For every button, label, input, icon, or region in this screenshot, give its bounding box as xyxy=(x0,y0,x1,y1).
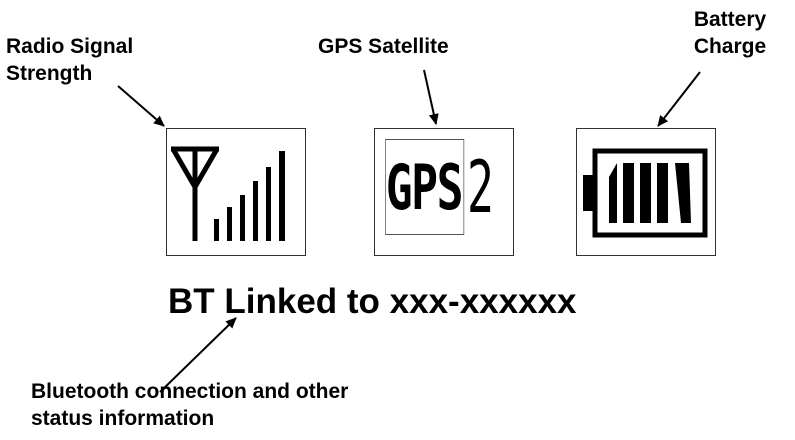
radio-signal-label-line-1: Radio Signal xyxy=(6,35,134,58)
battery-charge-label-line-1: Battery xyxy=(693,8,767,31)
battery-charge-label: Battery Charge xyxy=(675,6,785,60)
bluetooth-status-label-line-1: Bluetooth connection and other xyxy=(31,380,349,403)
bt-status-line: BT Linked to xxx-xxxxxx xyxy=(168,282,577,321)
gps-satellite-label: GPS Satellite xyxy=(318,33,449,60)
battery-charge-label-line-2: Charge xyxy=(693,35,767,58)
radio-arrow xyxy=(117,85,165,127)
bluetooth-status-label-line-2: status information xyxy=(31,407,215,430)
signal-strength-panel xyxy=(166,128,306,256)
antenna-signal-bars-icon xyxy=(170,146,285,241)
radio-signal-label-line-2: Strength xyxy=(6,62,93,85)
gps-text: GPS xyxy=(385,139,465,235)
gps-satellite-count: 2 xyxy=(467,145,494,229)
battery-charge-panel xyxy=(576,128,716,256)
battery-arrow xyxy=(657,71,701,127)
gps-satellite-panel: GPS 2 xyxy=(374,128,514,256)
gps-satellite-label-text: GPS Satellite xyxy=(318,35,449,58)
radio-signal-label: Radio Signal Strength xyxy=(6,33,133,87)
bluetooth-status-label: Bluetooth connection and other status in… xyxy=(31,378,348,432)
gps-arrow xyxy=(423,69,439,125)
bluetooth-arrow xyxy=(159,317,237,393)
battery-charge-icon xyxy=(583,148,708,238)
